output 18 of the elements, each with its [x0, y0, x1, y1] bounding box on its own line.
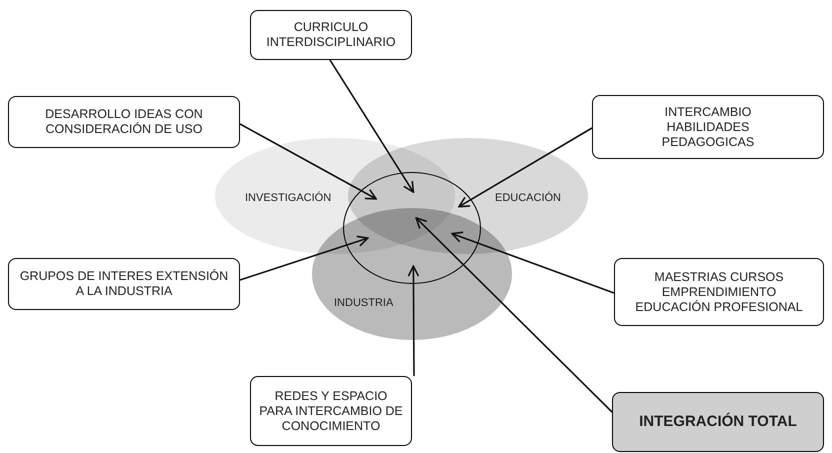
- text-box: GRUPOS DE INTERES EXTENSIÓN A LA INDUSTRIA: [8, 258, 240, 310]
- arrow: [408, 265, 420, 376]
- ellipse-label: INVESTIGACIÓN: [245, 190, 332, 206]
- text-box: INTERCAMBIO HABILIDADES PEDAGOGICAS: [592, 95, 824, 159]
- ellipse-label: INDUSTRIA: [334, 296, 394, 311]
- text-box: INTEGRACIÓN TOTAL: [612, 392, 824, 452]
- ellipse-label: EDUCACIÓN: [495, 190, 562, 206]
- text-box: DESARROLLO IDEAS CON CONSIDERACIÓN DE USO: [8, 96, 240, 148]
- arrow: [458, 127, 592, 208]
- arrow: [240, 236, 369, 281]
- text-box: REDES Y ESPACIO PARA INTERCAMBIO DE CONOCIMIENTO: [250, 376, 412, 446]
- text-box: MAESTRIAS CURSOS EMPRENDIMIENTO EDUCACIÓN PROFESIONAL: [614, 258, 824, 326]
- arrow: [451, 232, 614, 294]
- text-box: CURRICULO INTERDISCIPLINARIO: [250, 10, 412, 60]
- arrow: [240, 123, 377, 200]
- center-ellipse: [343, 172, 481, 284]
- arrow: [329, 60, 414, 193]
- arrow: [415, 217, 613, 413]
